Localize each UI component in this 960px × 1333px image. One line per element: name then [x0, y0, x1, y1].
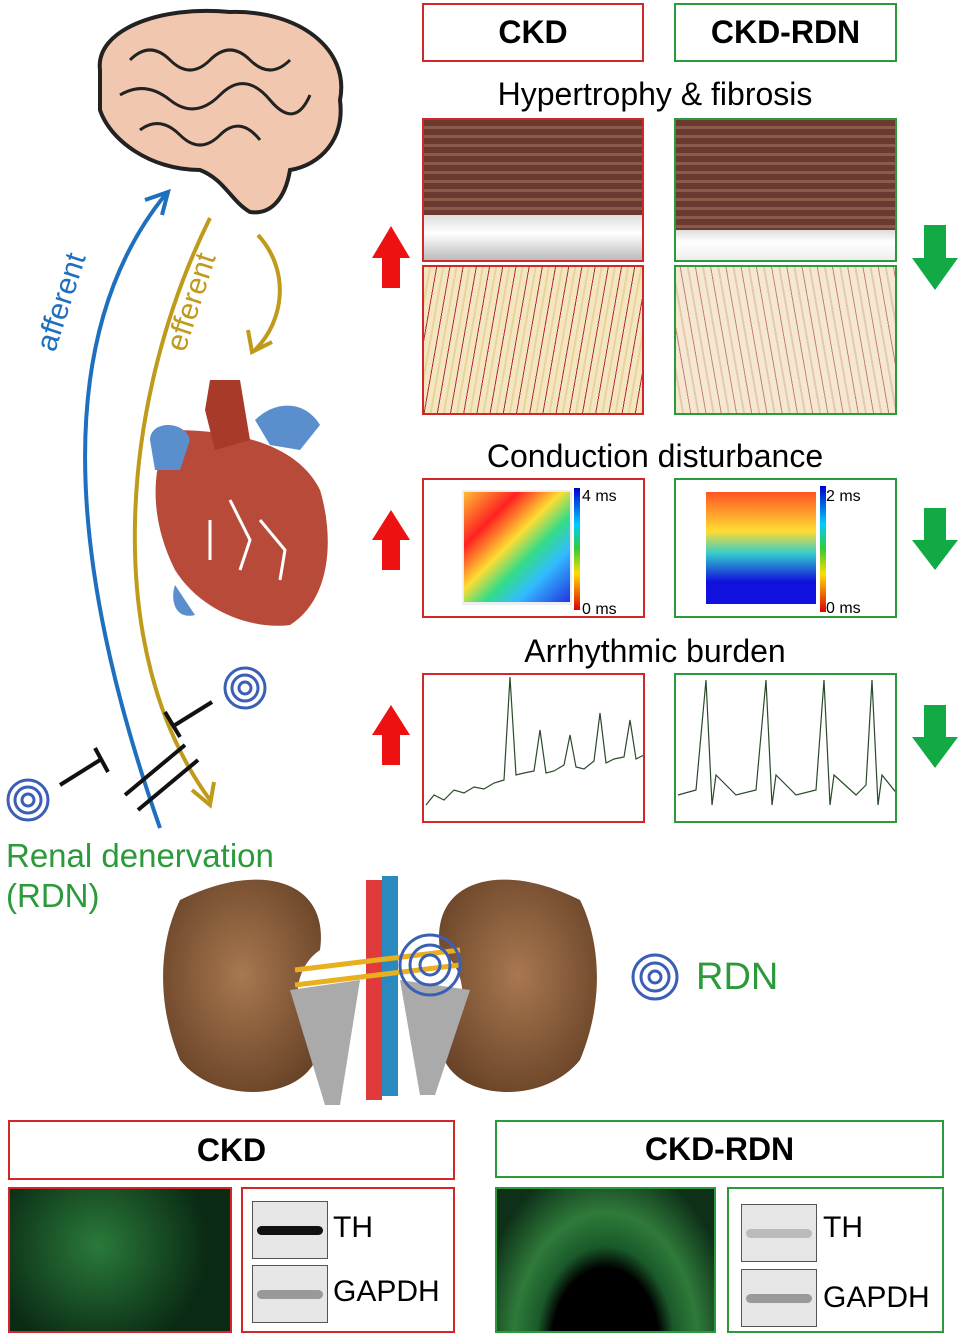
ckd-header: CKD	[422, 3, 644, 62]
conduction-title: Conduction disturbance	[486, 438, 824, 474]
ckd-gapdh-label: GAPDH	[333, 1275, 440, 1308]
kidney-rdn-label: RDN	[696, 956, 779, 998]
ckd-histology-image	[422, 265, 644, 415]
rdn-label-line2: (RDN)	[6, 877, 100, 914]
ckd-rdn-western-blot: TH GAPDH	[727, 1187, 944, 1333]
ckd-rdn-activation-map: 2 ms 0 ms	[674, 478, 897, 618]
kidneys-illustration	[163, 876, 597, 1105]
ckd-ecg-trace	[422, 673, 645, 823]
heart-illustration	[150, 380, 328, 626]
ckd-rdn-map-min: 0 ms	[826, 600, 861, 617]
ckd-rdn-echo-image	[674, 118, 897, 262]
ckd-rdn-header: CKD-RDN	[674, 3, 897, 62]
ckd-rdn-histology-image	[674, 265, 897, 415]
hypertrophy-title: Hypertrophy & fibrosis	[497, 76, 813, 112]
arrhythmic-title: Arrhythmic burden	[524, 633, 786, 669]
ckd-rdn-gapdh-label: GAPDH	[823, 1281, 930, 1314]
increase-arrow-icon	[372, 226, 410, 765]
ckd-activation-map: 4 ms 0 ms	[422, 478, 645, 618]
rdn-legend: Renal denervation (RDN)	[6, 836, 274, 916]
decrease-arrow-icon	[912, 225, 958, 768]
ckd-rdn-ecg-trace	[674, 673, 897, 823]
ckd-map-min: 0 ms	[582, 601, 617, 618]
ckd-rdn-fluorescence-image	[495, 1187, 716, 1333]
rdn-label-line1: Renal denervation	[6, 837, 274, 874]
ckd-map-max: 4 ms	[582, 488, 617, 505]
ckd-western-blot: TH GAPDH	[241, 1187, 455, 1333]
ckd-echo-image	[422, 118, 644, 262]
bottom-ckd-rdn-header: CKD-RDN	[495, 1120, 944, 1178]
rdn-target-icon	[6, 666, 679, 1001]
ckd-th-label: TH	[333, 1211, 373, 1244]
ckd-rdn-map-max: 2 ms	[826, 488, 861, 505]
brain-illustration	[97, 8, 344, 215]
ckd-rdn-th-label: TH	[823, 1211, 863, 1244]
bottom-ckd-header: CKD	[8, 1120, 455, 1180]
ckd-fluorescence-image	[8, 1187, 232, 1333]
